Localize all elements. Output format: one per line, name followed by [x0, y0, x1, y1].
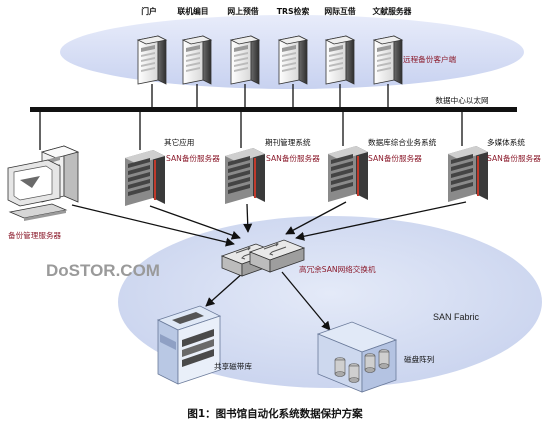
watermark: DoSTOR.COM	[46, 261, 160, 280]
backup-manager-label: 备份管理服务器	[8, 230, 62, 240]
remote-client-servers	[137, 35, 403, 108]
remote-client-cataloging	[182, 35, 212, 108]
client-label-ill: 网际互借	[324, 6, 355, 16]
connection-manager-to-switch	[71, 204, 235, 247]
disk-array-label: 磁盘阵列	[404, 354, 435, 364]
connection-server3-to-switch	[295, 201, 467, 241]
connection-server0-to-switch	[149, 205, 241, 240]
ethernet-backbone	[30, 107, 517, 112]
san-server-tag-0: SAN备份服务器	[166, 153, 220, 163]
tape-library-label: 共享磁带库	[214, 361, 252, 371]
tape-library	[156, 305, 222, 385]
san-server-tag-1: SAN备份服务器	[266, 153, 320, 163]
san-switch	[220, 239, 306, 277]
san-server-role-3: 多媒体系统	[487, 137, 525, 147]
connection-switch-to-disk	[281, 271, 331, 331]
connection-server2-to-switch	[285, 201, 347, 235]
disk-array	[316, 321, 398, 393]
san-server-role-1: 期刊管理系统	[265, 137, 311, 147]
san-server-tag-3: SAN备份服务器	[487, 153, 541, 163]
client-label-docs: 文献服务器	[373, 6, 412, 16]
san-fabric-label: SAN Fabric	[433, 312, 480, 322]
client-label-portal: 门户	[141, 6, 157, 16]
figure-caption: 图1：图书馆自动化系统数据保护方案	[187, 407, 363, 420]
san-server-tag-2: SAN备份服务器	[368, 153, 422, 163]
connection-switch-to-tape	[205, 271, 245, 307]
client-label-reservation: 网上预借	[227, 6, 258, 16]
remote-client-docs	[373, 35, 403, 108]
backup-manager-workstation	[7, 145, 80, 221]
remote-client-ill	[325, 35, 355, 108]
remote-clients-group-label: 远程备份客户端	[403, 54, 457, 64]
san-server-database	[328, 146, 368, 202]
san-server-other-apps	[125, 150, 165, 206]
remote-client-trs	[278, 35, 308, 108]
backbone-label: 数据中心以太网	[435, 95, 488, 105]
client-label-cataloging: 联机编目	[177, 6, 208, 16]
san-server-periodicals	[225, 148, 265, 204]
client-label-trs: TRS检索	[277, 6, 310, 16]
san-server-role-0: 其它应用	[164, 137, 194, 147]
san-connections	[71, 201, 467, 331]
remote-client-portal	[137, 35, 167, 108]
san-server-role-2: 数据库综合业务系统	[368, 137, 437, 147]
san-server-multimedia	[448, 146, 488, 202]
connection-server1-to-switch	[243, 203, 253, 233]
remote-client-reservation	[230, 35, 260, 108]
backbone-drops	[39, 112, 463, 150]
switch-label: 高冗余SAN网络交换机	[299, 264, 376, 274]
